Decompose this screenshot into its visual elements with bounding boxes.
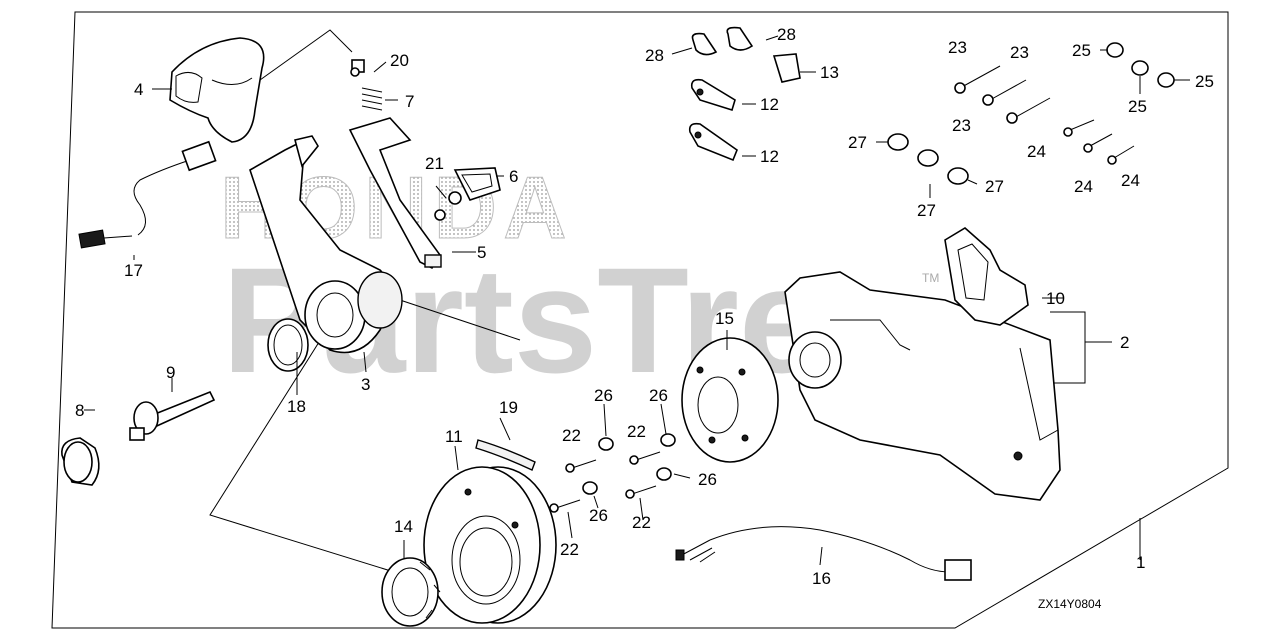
callout-27c: 27 (985, 177, 1004, 196)
shaft-part (129, 390, 216, 441)
callout-22a: 22 (562, 426, 581, 445)
callout-25b: 25 (1128, 97, 1147, 116)
callout-3: 3 (361, 375, 370, 394)
stator-part (681, 337, 779, 463)
callout-23a: 23 (948, 38, 967, 57)
callout-16: 16 (812, 569, 831, 588)
callout-5: 5 (477, 243, 486, 262)
strip-part (475, 439, 536, 471)
leader-lines (84, 35, 1190, 566)
callout-2: 2 (1120, 333, 1129, 352)
callout-26b: 26 (649, 386, 668, 405)
housing-part (784, 271, 1061, 501)
callout-11: 11 (445, 427, 463, 446)
callout-22c: 22 (560, 540, 579, 559)
callout-28a: 28 (645, 46, 664, 65)
callout-24a: 24 (1027, 142, 1046, 161)
switch-harness-part (78, 140, 217, 249)
callout-26c: 26 (589, 506, 608, 525)
diagram-code: ZX14Y0804 (1038, 597, 1102, 611)
clip-parts (688, 26, 801, 162)
callout-13: 13 (820, 63, 839, 82)
drum-part (423, 466, 557, 624)
callout-23c: 23 (952, 116, 971, 135)
callout-15: 15 (715, 309, 734, 328)
callout-27a: 27 (848, 133, 867, 152)
callout-25c: 25 (1195, 72, 1214, 91)
callout-24b: 24 (1074, 177, 1093, 196)
callout-12b: 12 (760, 147, 779, 166)
assembly-lines (209, 29, 1141, 581)
callout-1: 1 (1136, 553, 1145, 572)
ring-part (381, 557, 441, 627)
callout-22d: 22 (632, 513, 651, 532)
callout-25a: 25 (1072, 41, 1091, 60)
bracket-arm-part (348, 117, 442, 270)
callout-17: 17 (124, 261, 143, 280)
callout-23b: 23 (1010, 43, 1029, 62)
callout-27b: 27 (917, 201, 936, 220)
callout-26d: 26 (698, 470, 717, 489)
fastener-parts (887, 42, 1175, 185)
callout-12a: 12 (760, 95, 779, 114)
control-arm-part (249, 135, 403, 372)
callout-24c: 24 (1121, 171, 1140, 190)
callout-28b: 28 (777, 25, 796, 44)
callout-14: 14 (394, 517, 413, 536)
callout-22b: 22 (627, 422, 646, 441)
callout-26a: 26 (594, 386, 613, 405)
cap-part (61, 437, 100, 486)
callout-21: 21 (425, 154, 444, 173)
callout-10: 10 (1046, 289, 1065, 308)
callout-20: 20 (390, 51, 409, 70)
callout-8: 8 (75, 401, 84, 420)
callout-19: 19 (499, 398, 518, 417)
callout-4: 4 (134, 80, 143, 99)
callout-9: 9 (166, 363, 175, 382)
callout-6: 6 (509, 167, 518, 186)
small-fastener-parts (549, 433, 676, 513)
diagram-frame (51, 11, 1229, 629)
gasket-part (944, 227, 1029, 326)
callout-7: 7 (405, 92, 414, 111)
spring-and-fasteners (350, 59, 501, 221)
watermark-tm: TM (922, 271, 939, 285)
callout-labels: 1 2 3 4 5 6 7 8 9 10 11 12 12 13 14 15 1… (75, 25, 1214, 588)
wire-harness-part (675, 526, 972, 581)
callout-18: 18 (287, 397, 306, 416)
lever-grip-part (169, 37, 265, 143)
